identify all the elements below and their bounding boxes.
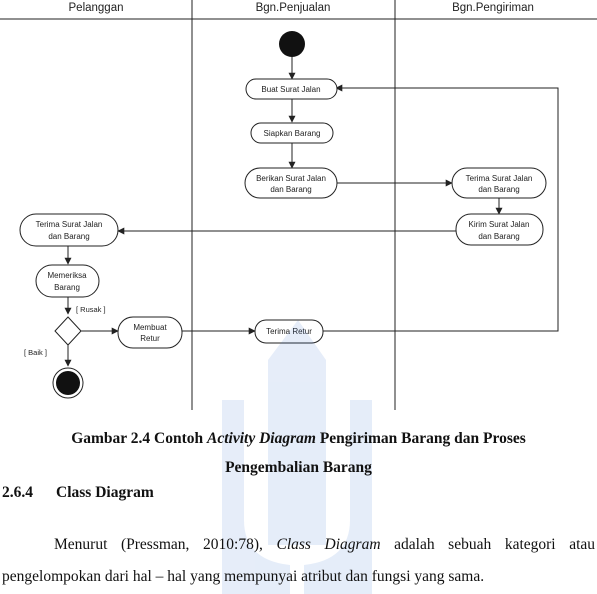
label-terima-pel-line1: Terima Surat Jalan xyxy=(36,220,103,229)
caption-line-2: Pengembalian Barang xyxy=(225,459,372,476)
activity-memeriksa-barang xyxy=(35,264,100,298)
edge-loop-back xyxy=(323,84,559,332)
label-membuat-retur-line1: Membuat xyxy=(133,323,167,332)
label-buat-surat-jalan: Buat Surat Jalan xyxy=(261,85,320,94)
activity-kirim-surat-jalan xyxy=(455,213,544,246)
figure-caption: Gambar 2.4 Contoh Activity Diagram Pengi… xyxy=(0,424,597,482)
activity-terima-surat-jalan-pelanggan xyxy=(19,213,119,247)
caption-prefix: Gambar 2.4 Contoh xyxy=(71,430,208,447)
activity-berikan-surat-jalan xyxy=(244,167,338,199)
caption-line-1: Gambar 2.4 Contoh Activity Diagram Pengi… xyxy=(0,424,597,453)
label-memeriksa-line2: Barang xyxy=(54,283,80,292)
activity-buat-surat-jalan xyxy=(245,78,338,100)
activity-diagram: Pelanggan Bgn.Penjualan Bgn.Pengiriman B… xyxy=(0,0,597,410)
label-terima-peng-line2: dan Barang xyxy=(478,185,519,194)
label-memeriksa-line1: Memeriksa xyxy=(47,271,87,280)
label-kirim-line2: dan Barang xyxy=(478,232,519,241)
guard-baik: [ Baik ] xyxy=(24,348,47,357)
activity-terima-retur xyxy=(254,319,324,344)
section-number: 2.6.4 xyxy=(2,484,33,501)
activity-terima-surat-jalan-pengiriman xyxy=(451,167,547,199)
label-terima-pel-line2: dan Barang xyxy=(48,232,89,241)
label-terima-peng-line1: Terima Surat Jalan xyxy=(466,174,533,183)
lane-header-pelanggan: Pelanggan xyxy=(69,2,124,14)
decision-node xyxy=(54,316,82,346)
start-node xyxy=(279,31,305,57)
caption-italic: Activity Diagram xyxy=(207,430,316,447)
paragraph-lead: Menurut (Pressman, 2010:78), xyxy=(54,536,277,553)
body-paragraph: Menurut (Pressman, 2010:78), Class Diagr… xyxy=(2,529,595,593)
lane-header-penjualan: Bgn.Penjualan xyxy=(256,2,331,14)
label-siapkan-barang: Siapkan Barang xyxy=(264,129,321,138)
label-terima-retur: Terima Retur xyxy=(266,327,312,336)
label-membuat-retur-line2: Retur xyxy=(140,334,160,343)
section-title: Class Diagram xyxy=(56,484,154,501)
guard-rusak: [ Rusak ] xyxy=(76,305,106,314)
section-heading: 2.6.4 Class Diagram xyxy=(2,484,154,502)
end-node xyxy=(56,371,80,395)
label-kirim-line1: Kirim Surat Jalan xyxy=(469,220,530,229)
paragraph-italic-term: Class Diagram xyxy=(276,536,381,553)
activity-siapkan-barang xyxy=(250,122,334,144)
caption-suffix: Pengiriman Barang dan Proses xyxy=(315,430,526,447)
activity-membuat-retur xyxy=(117,316,183,349)
lane-header-pengiriman: Bgn.Pengiriman xyxy=(452,2,534,14)
label-berikan-line2: dan Barang xyxy=(270,185,311,194)
label-berikan-line1: Berikan Surat Jalan xyxy=(256,174,326,183)
flow-edges xyxy=(64,57,559,367)
paragraph-rest: adalah sebuah kategori atau pengelompoka… xyxy=(2,536,596,585)
swimlane-frame xyxy=(0,0,597,410)
